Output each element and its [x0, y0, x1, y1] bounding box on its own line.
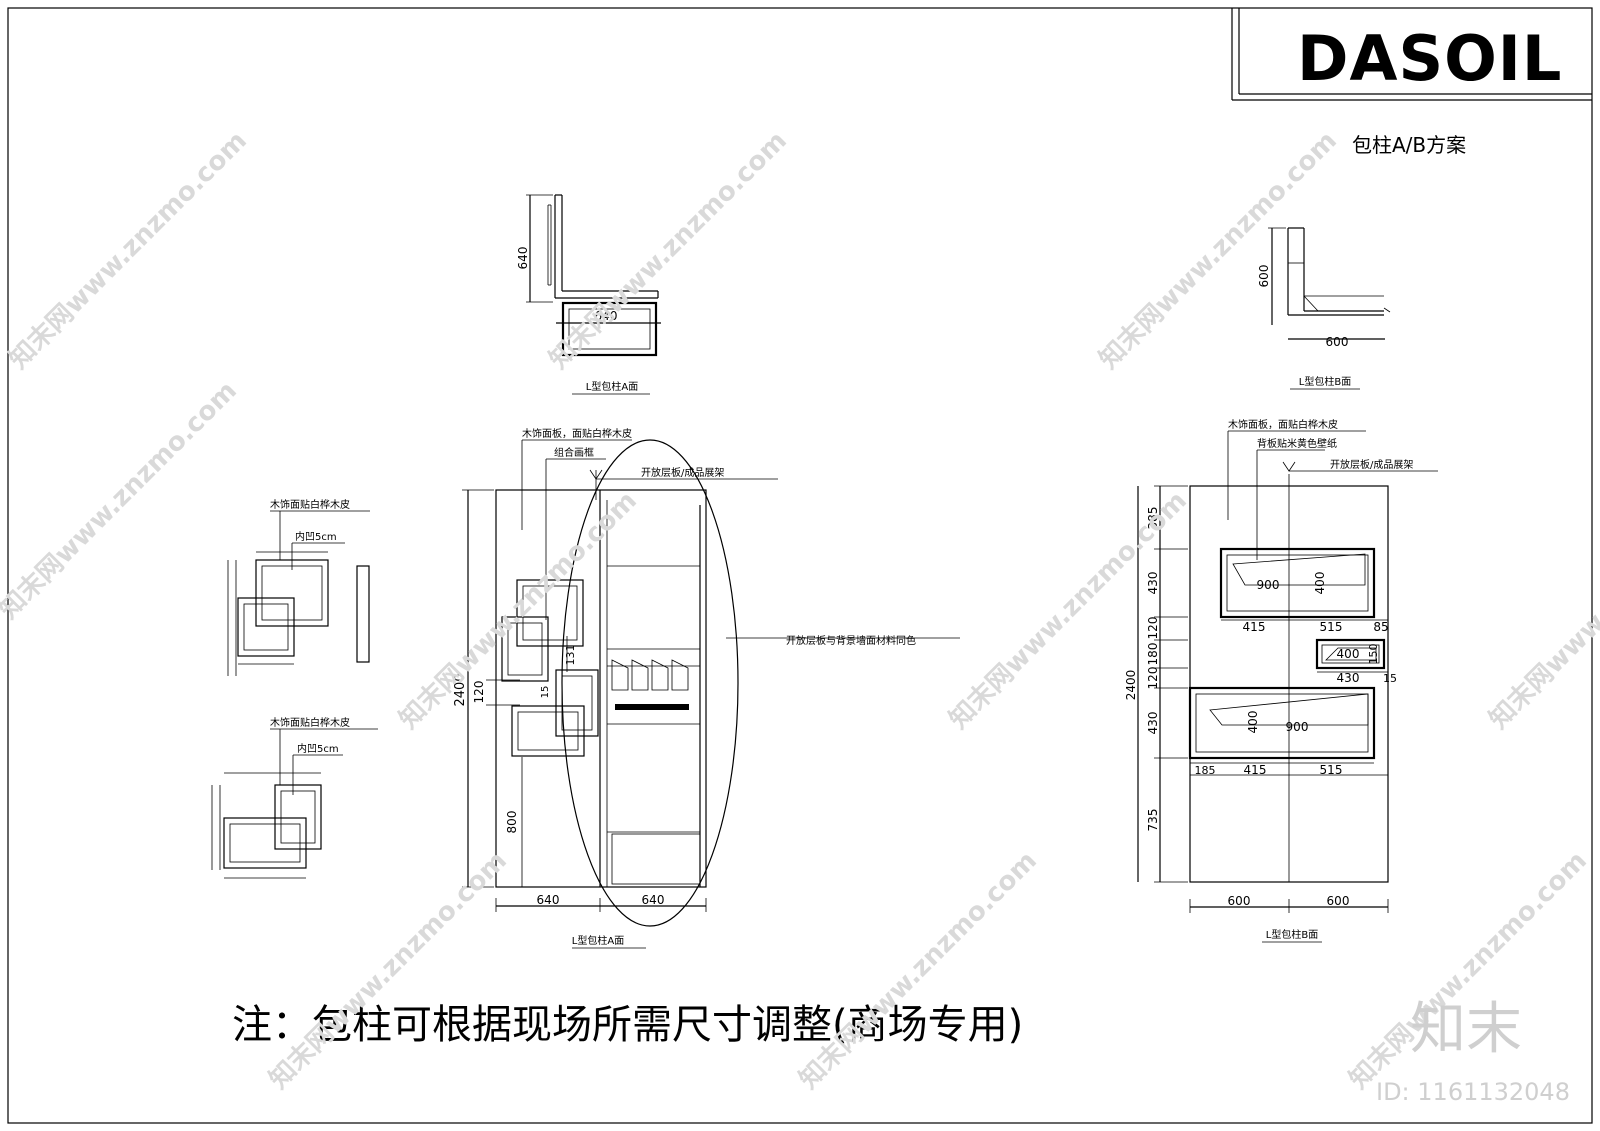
plan-a-caption: L型包柱A面 [586, 380, 638, 393]
plan-a-dim-horizontal: 640 [595, 309, 618, 323]
plan-b-dim-vertical: 600 [1257, 265, 1271, 288]
detail-bottom-label-1: 木饰面贴白桦木皮 [270, 716, 350, 729]
elevation-a-caption: L型包柱A面 [572, 934, 624, 947]
elevation-a-label-1: 木饰面板，面贴白桦木皮 [522, 427, 632, 440]
elevation-b-dim-430-bottom: 430 [1146, 712, 1160, 735]
niche-small-width: 400 [1337, 647, 1360, 661]
sheet-border [7, 7, 1593, 1124]
elevation-a-dim-height: 2400 [453, 673, 468, 706]
niche1-dim-b: 515 [1320, 620, 1343, 634]
niche-small-dim-b: 15 [1383, 672, 1397, 685]
drawing-note: 注：包柱可根据现场所需尺寸调整(商场专用) [232, 1002, 1023, 1048]
elevation-b: 木饰面板，面贴白桦木皮 背板贴米黄色壁纸 开放层板/成品展架 385 430 1… [1124, 418, 1438, 943]
elevation-b-dim-180: 180 [1146, 643, 1160, 666]
elevation-a: 木饰面板，面贴白桦木皮 组合画框 开放层板/成品展架 开放层板与背景墙面材料同色… [453, 427, 960, 949]
plan-b: 600 600 L型包柱B面 [1257, 227, 1391, 390]
watermark-text: 知末网www.znzmo.com [944, 486, 1193, 735]
watermark-logo: 知末 [1410, 997, 1522, 1062]
niche-small-height: 150 [1367, 644, 1380, 665]
elevation-a-dim-131: 131 [564, 645, 577, 666]
watermark-text: 知末网www.znzmo.com [1484, 486, 1600, 735]
elevation-a-label-4: 开放层板与背景墙面材料同色 [786, 634, 916, 647]
niche1-height: 400 [1313, 572, 1327, 595]
elevation-b-label-3: 开放层板/成品展架 [1330, 458, 1413, 471]
watermark-layer: 知末网www.znzmo.com 知末网www.znzmo.com 知末网www… [0, 126, 1600, 1095]
niche1-width: 900 [1257, 578, 1280, 592]
elevation-b-dim-735: 735 [1146, 809, 1160, 832]
detail-top-label-1: 木饰面贴白桦木皮 [270, 498, 350, 511]
elevation-a-label-3: 开放层板/成品展架 [641, 466, 724, 479]
niche2-height: 400 [1246, 711, 1260, 734]
elevation-a-highlight-ellipse [561, 439, 739, 927]
elevation-b-dim-430-top: 430 [1146, 572, 1160, 595]
elevation-b-dim-120-top: 120 [1146, 617, 1160, 640]
elevation-a-label-2: 组合画框 [554, 446, 594, 459]
watermark-text: 知末网www.znzmo.com [1094, 126, 1343, 375]
detail-bottom-label-2: 内凹5cm [297, 742, 339, 755]
elevation-a-dim-w2: 640 [642, 893, 665, 907]
title-block: DASOIL 包柱A/B方案 [1231, 8, 1592, 157]
watermark-text: 知末网www.znzmo.com [0, 376, 243, 625]
detail-bottom: 木饰面贴白桦木皮 内凹5cm [211, 716, 378, 879]
plan-b-caption: L型包柱B面 [1299, 375, 1351, 388]
niche1-dim-c: 85 [1373, 620, 1388, 634]
elevation-b-dim-w1: 600 [1228, 894, 1251, 908]
elevation-b-dim-height: 2400 [1124, 670, 1138, 701]
niche2-dim-c: 515 [1320, 763, 1343, 777]
detail-top-label-2: 内凹5cm [295, 530, 337, 543]
watermark-text: 知末网www.znzmo.com [544, 126, 793, 375]
watermark-text: 知末网www.znzmo.com [264, 846, 513, 1095]
plan-a: 640 640 L型包柱A面 [516, 194, 661, 395]
elevation-b-dim-120-bottom: 120 [1146, 667, 1160, 690]
niche2-width: 900 [1286, 720, 1309, 734]
niche1-dim-a: 415 [1243, 620, 1266, 634]
niche2-dim-a: 185 [1195, 764, 1216, 777]
elevation-a-outline [495, 489, 707, 888]
sheet-title: 包柱A/B方案 [1352, 133, 1466, 157]
plan-a-dim-vertical: 640 [516, 247, 530, 270]
elevation-a-dim-800: 800 [505, 811, 519, 834]
elevation-b-label-2: 背板贴米黄色壁纸 [1257, 437, 1337, 450]
elevation-b-dim-385: 385 [1146, 507, 1160, 530]
detail-top: 木饰面贴白桦木皮 内凹5cm [227, 498, 370, 676]
elevation-b-caption: L型包柱B面 [1266, 928, 1318, 941]
elevation-a-dim-w1: 640 [537, 893, 560, 907]
brand-logo: DASOIL [1297, 22, 1562, 95]
elevation-a-dim-15: 15 [540, 686, 551, 699]
watermark-text: 知末网www.znzmo.com [394, 486, 643, 735]
elevation-a-dim-120: 120 [472, 681, 486, 704]
elevation-b-label-1: 木饰面板，面贴白桦木皮 [1228, 418, 1338, 431]
niche-small-dim-a: 430 [1337, 671, 1360, 685]
plan-b-dim-horizontal: 600 [1326, 335, 1349, 349]
watermark-text: 知末网www.znzmo.com [4, 126, 253, 375]
niche2-dim-b: 415 [1244, 763, 1267, 777]
watermark-id: ID: 1161132048 [1376, 1078, 1570, 1106]
elevation-b-dim-w2: 600 [1327, 894, 1350, 908]
watermark-text: 知末网www.znzmo.com [794, 846, 1043, 1095]
